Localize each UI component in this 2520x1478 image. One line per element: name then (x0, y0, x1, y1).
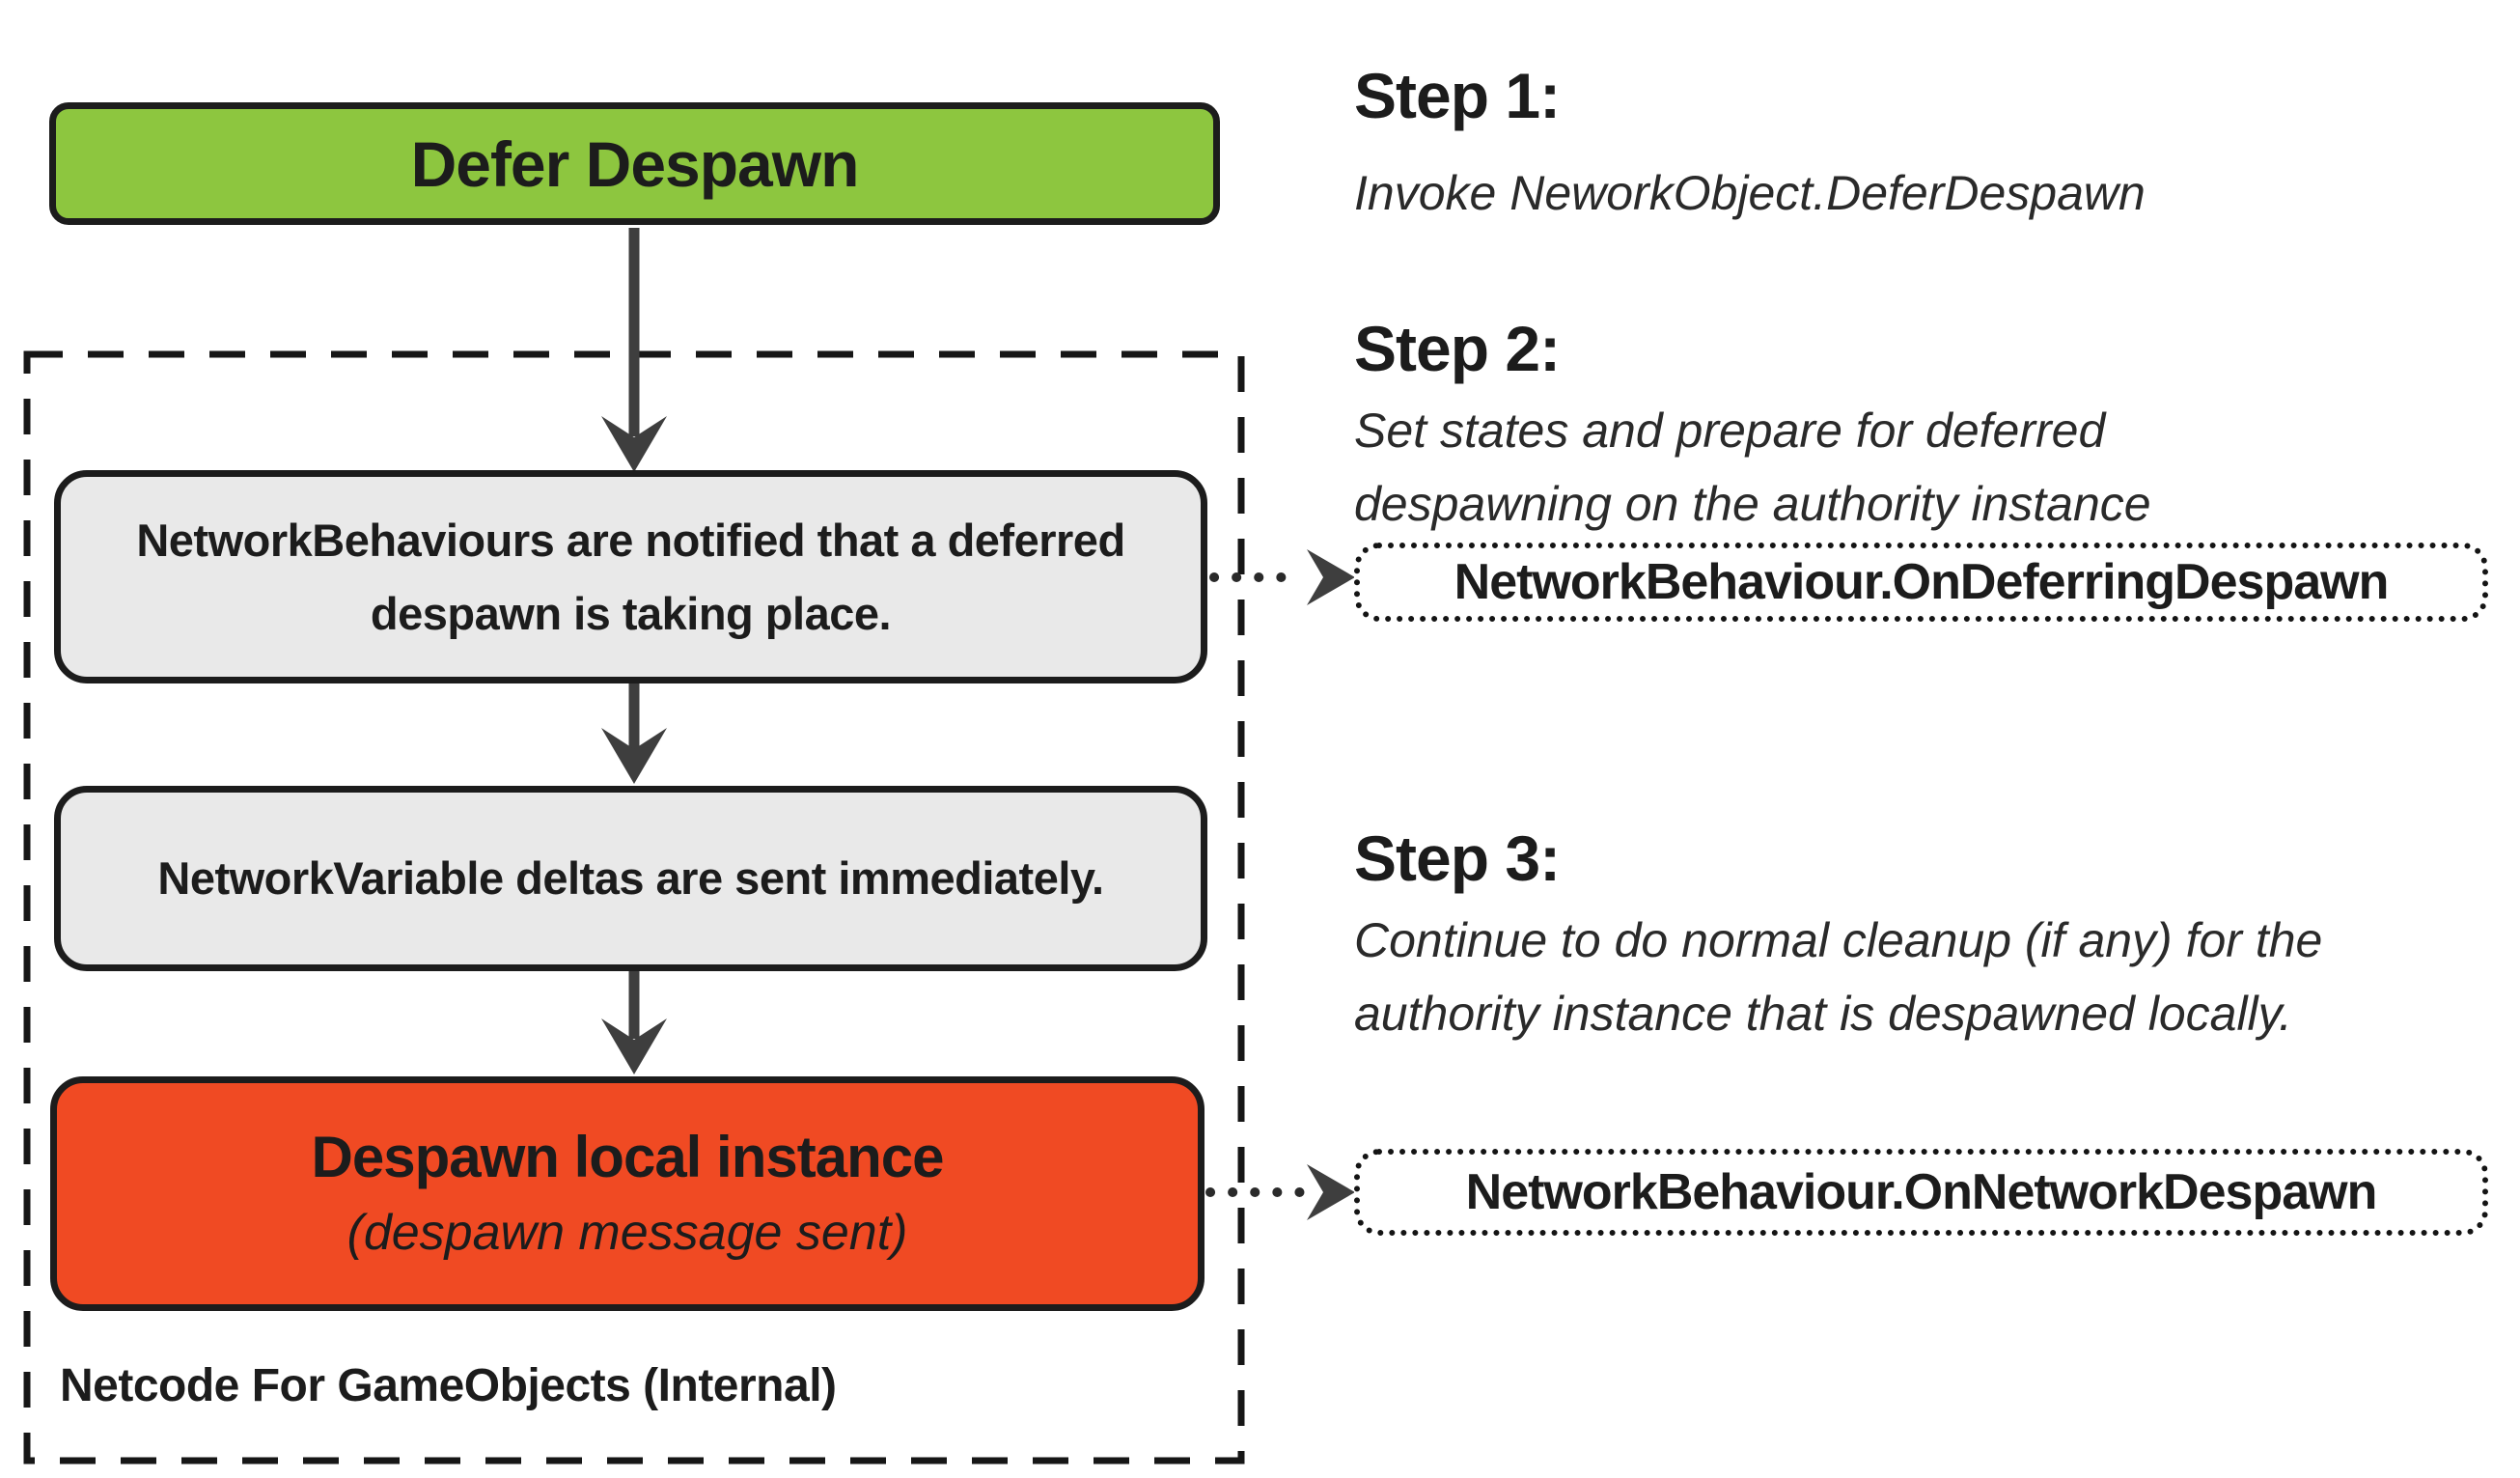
callout-on-deferring-despawn: NetworkBehaviour.OnDeferringDespawn (1354, 543, 2488, 622)
step-1-heading: Step 1: (1354, 60, 1561, 131)
node-defer-despawn: Defer Despawn (49, 102, 1220, 225)
internal-container-label: Netcode For GameObjects (Internal) (60, 1360, 837, 1411)
callout-on-deferring-despawn-label: NetworkBehaviour.OnDeferringDespawn (1454, 554, 2390, 610)
dotted-connector-1 (1209, 549, 1355, 605)
step-1-description: Invoke NeworkObject.DeferDespawn (1354, 166, 2146, 220)
node-despawn-local-instance-subtitle: (despawn message sent) (346, 1205, 908, 1262)
arrow-down-2 (601, 683, 667, 784)
step-2-description: Set states and prepare for deferred desp… (1354, 404, 2151, 531)
node-despawn-local-instance-title: Despawn local instance (311, 1125, 945, 1190)
callout-on-network-despawn: NetworkBehaviour.OnNetworkDespawn (1354, 1149, 2488, 1236)
dotted-connector-2 (1205, 1164, 1355, 1220)
node-defer-despawn-label: Defer Despawn (410, 127, 860, 200)
node-networkvariable-deltas-label: NetworkVariable deltas are sent immediat… (157, 852, 1104, 905)
arrow-down-3 (601, 971, 667, 1074)
arrow-down-1 (601, 228, 667, 472)
node-despawn-local-instance: Despawn local instance (despawn message … (50, 1076, 1205, 1311)
node-networkbehaviours-notified-label: NetworkBehaviours are notified that a de… (136, 515, 1125, 639)
node-networkvariable-deltas: NetworkVariable deltas are sent immediat… (54, 786, 1207, 971)
step-2-heading: Step 2: (1354, 313, 1561, 384)
step-3-heading: Step 3: (1354, 823, 1561, 894)
step-3-description: Continue to do normal cleanup (if any) f… (1354, 913, 2323, 1041)
node-networkbehaviours-notified: NetworkBehaviours are notified that a de… (54, 470, 1207, 683)
callout-on-network-despawn-label: NetworkBehaviour.OnNetworkDespawn (1465, 1164, 2378, 1220)
